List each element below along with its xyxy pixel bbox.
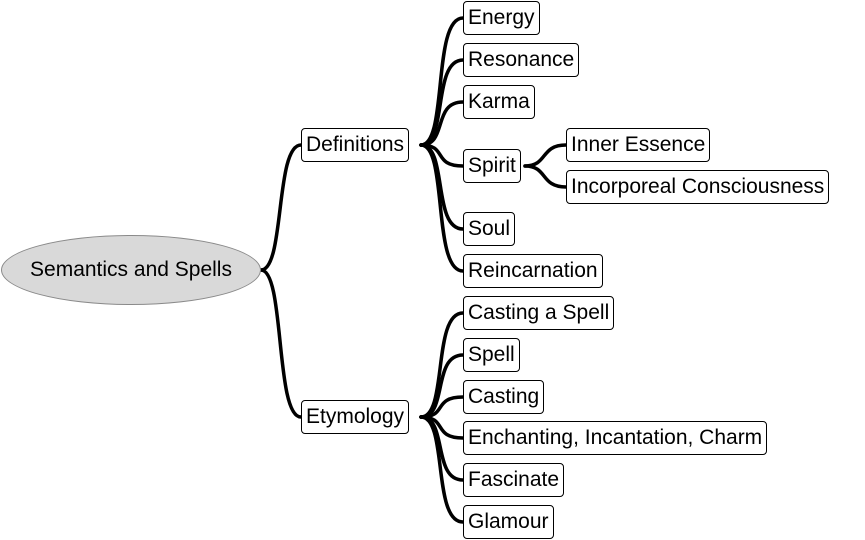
branch-etymology[interactable]: Etymology <box>301 400 410 434</box>
node-spell[interactable]: Spell <box>463 338 520 372</box>
connector-spirit-incorporeal <box>523 164 568 189</box>
node-spirit[interactable]: Spirit <box>463 149 521 183</box>
node-casting-a-spell[interactable]: Casting a Spell <box>463 296 615 330</box>
node-energy[interactable]: Energy <box>463 1 540 35</box>
node-casting[interactable]: Casting <box>463 380 545 414</box>
node-inner-essence[interactable]: Inner Essence <box>566 128 711 162</box>
node-enchanting-incantation-charm[interactable]: Enchanting, Incantation, Charm <box>463 421 768 455</box>
connector-root-definitions <box>259 143 303 272</box>
root-label: Semantics and Spells <box>30 258 232 281</box>
branch-definitions[interactable]: Definitions <box>301 128 410 162</box>
node-soul[interactable]: Soul <box>463 212 516 246</box>
connector-spirit-inner-essence <box>523 143 568 168</box>
node-karma[interactable]: Karma <box>463 85 535 119</box>
connector-definitions-reincarnation <box>419 143 465 273</box>
node-reincarnation[interactable]: Reincarnation <box>463 254 603 288</box>
connector-definitions-karma <box>419 100 465 147</box>
node-incorporeal-consciousness[interactable]: Incorporeal Consciousness <box>566 170 830 204</box>
node-fascinate[interactable]: Fascinate <box>463 463 565 497</box>
connector-etymology-casting-a-spell <box>419 311 465 419</box>
node-glamour[interactable]: Glamour <box>463 505 554 539</box>
connector-definitions-energy <box>419 16 465 147</box>
connector-root-etymology <box>259 268 303 419</box>
connector-etymology-glamour <box>419 415 465 524</box>
root-node[interactable]: Semantics and Spells <box>1 235 261 305</box>
node-resonance[interactable]: Resonance <box>463 43 580 77</box>
